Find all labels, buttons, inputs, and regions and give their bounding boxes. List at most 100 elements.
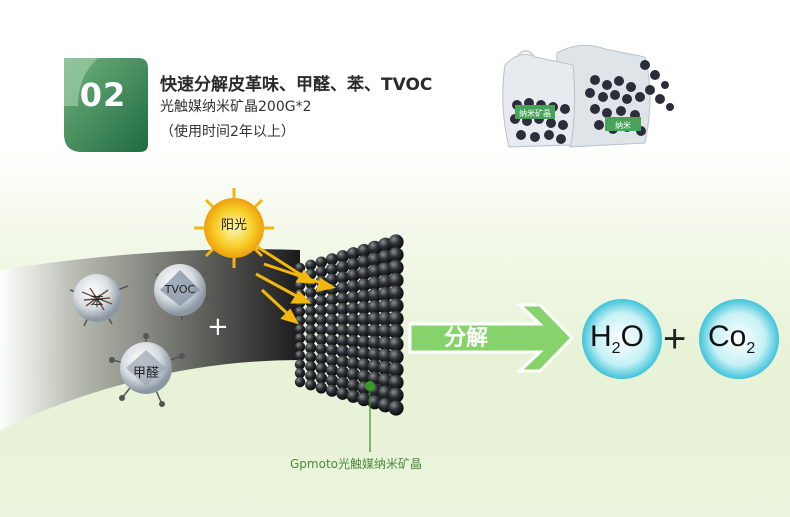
plus-sign-small: + bbox=[207, 312, 229, 342]
catalyst-ball bbox=[326, 334, 338, 347]
catalyst-ball bbox=[315, 295, 327, 307]
catalyst-ball bbox=[367, 276, 382, 291]
product-bags-image: 纳米 纳米矿晶 bbox=[502, 44, 674, 148]
catalyst-ball bbox=[315, 266, 327, 278]
catalyst-ball bbox=[336, 324, 350, 337]
catalyst-ball bbox=[388, 272, 404, 288]
catalyst-ball bbox=[357, 255, 371, 269]
catalyst-ball bbox=[315, 314, 327, 326]
air-flow-beam bbox=[0, 249, 300, 430]
h2o-formula: H2O bbox=[590, 320, 644, 357]
catalyst-ball bbox=[357, 266, 371, 281]
product-caption: Gpmoto光触媒纳米矿晶 bbox=[290, 457, 422, 471]
catalyst-ball bbox=[326, 253, 338, 266]
catalyst-ball bbox=[357, 323, 371, 338]
catalyst-ball bbox=[294, 350, 306, 361]
catalyst-ball bbox=[367, 335, 382, 350]
catalyst-ball bbox=[336, 271, 350, 284]
catalyst-ball bbox=[336, 387, 350, 400]
catalyst-ball bbox=[388, 362, 404, 378]
catalyst-ball bbox=[315, 353, 327, 365]
catalyst-ball bbox=[367, 300, 382, 315]
catalyst-ball bbox=[305, 333, 317, 345]
catalyst-ball bbox=[326, 303, 338, 316]
catalyst-ball bbox=[388, 247, 404, 263]
co2-formula: Co2 bbox=[708, 320, 756, 357]
catalyst-ball bbox=[346, 379, 360, 392]
catalyst-ball bbox=[326, 313, 338, 326]
catalyst-ball bbox=[388, 323, 404, 339]
decompose-arrow bbox=[408, 303, 575, 373]
co2-bubble bbox=[699, 299, 779, 379]
catalyst-ball bbox=[305, 296, 317, 308]
catalyst-ball bbox=[315, 324, 327, 336]
benzene-molecule-icon bbox=[69, 274, 129, 327]
catalyst-ball bbox=[336, 250, 350, 263]
catalyst-panel bbox=[294, 234, 404, 416]
catalyst-ball bbox=[357, 335, 371, 350]
catalyst-ball bbox=[326, 324, 338, 337]
catalyst-ball bbox=[326, 354, 338, 367]
usage-duration: （使用时间2年以上） bbox=[160, 124, 295, 140]
catalyst-ball bbox=[357, 346, 371, 361]
bag-label-right: 纳米 bbox=[615, 120, 631, 130]
catalyst-ball bbox=[346, 389, 360, 403]
catalyst-ball bbox=[294, 324, 306, 335]
catalyst-ball bbox=[315, 382, 327, 394]
catalyst-ball bbox=[367, 288, 382, 303]
catalyst-ball bbox=[346, 368, 360, 381]
step-badge bbox=[64, 58, 148, 152]
catalyst-ball bbox=[294, 376, 306, 388]
catalyst-ball bbox=[378, 323, 393, 339]
catalyst-ball bbox=[357, 301, 371, 315]
catalyst-ball bbox=[357, 312, 371, 327]
catalyst-ball bbox=[388, 336, 404, 352]
page-title: 快速分解皮革味、甲醛、苯、TVOC bbox=[160, 75, 433, 95]
catalyst-ball bbox=[357, 243, 371, 258]
catalyst-ball bbox=[346, 291, 360, 304]
catalyst-ball bbox=[336, 366, 350, 379]
catalyst-ball bbox=[305, 342, 317, 354]
callout-dot bbox=[365, 381, 375, 391]
catalyst-ball bbox=[305, 324, 317, 336]
catalyst-ball bbox=[336, 292, 350, 305]
catalyst-ball bbox=[294, 368, 306, 379]
step-number: 02 bbox=[79, 76, 127, 114]
catalyst-ball bbox=[378, 336, 393, 351]
catalyst-ball bbox=[315, 304, 327, 317]
catalyst-ball bbox=[346, 357, 360, 370]
catalyst-ball bbox=[336, 376, 350, 390]
catalyst-ball bbox=[357, 392, 371, 407]
bag-label-left: 纳米矿晶 bbox=[519, 108, 551, 118]
catalyst-ball bbox=[378, 299, 393, 314]
catalyst-ball bbox=[336, 345, 350, 358]
catalyst-ball bbox=[294, 359, 306, 370]
catalyst-ball bbox=[388, 259, 404, 276]
catalyst-ball bbox=[388, 349, 404, 365]
catalyst-ball bbox=[305, 370, 317, 382]
h2o-bubble bbox=[582, 299, 662, 379]
catalyst-ball bbox=[388, 234, 404, 250]
catalyst-ball bbox=[294, 280, 306, 291]
catalyst-ball bbox=[378, 311, 393, 327]
sunlight-arrows bbox=[255, 244, 336, 325]
catalyst-ball bbox=[315, 343, 327, 355]
catalyst-ball bbox=[346, 302, 360, 315]
catalyst-ball bbox=[367, 323, 382, 338]
catalyst-ball bbox=[315, 372, 327, 384]
catalyst-ball bbox=[305, 305, 317, 317]
catalyst-ball bbox=[326, 263, 338, 276]
catalyst-ball bbox=[326, 273, 338, 286]
catalyst-ball bbox=[388, 387, 404, 403]
catalyst-ball bbox=[336, 281, 350, 295]
catalyst-ball bbox=[346, 346, 360, 359]
catalyst-ball bbox=[367, 347, 382, 362]
catalyst-ball bbox=[346, 335, 360, 348]
catalyst-ball bbox=[294, 333, 306, 344]
catalyst-ball bbox=[388, 298, 404, 314]
catalyst-ball bbox=[388, 374, 404, 391]
catalyst-ball bbox=[336, 313, 350, 327]
benzene-label: 苯 bbox=[90, 295, 104, 310]
catalyst-ball bbox=[305, 361, 317, 372]
catalyst-ball bbox=[346, 324, 360, 337]
